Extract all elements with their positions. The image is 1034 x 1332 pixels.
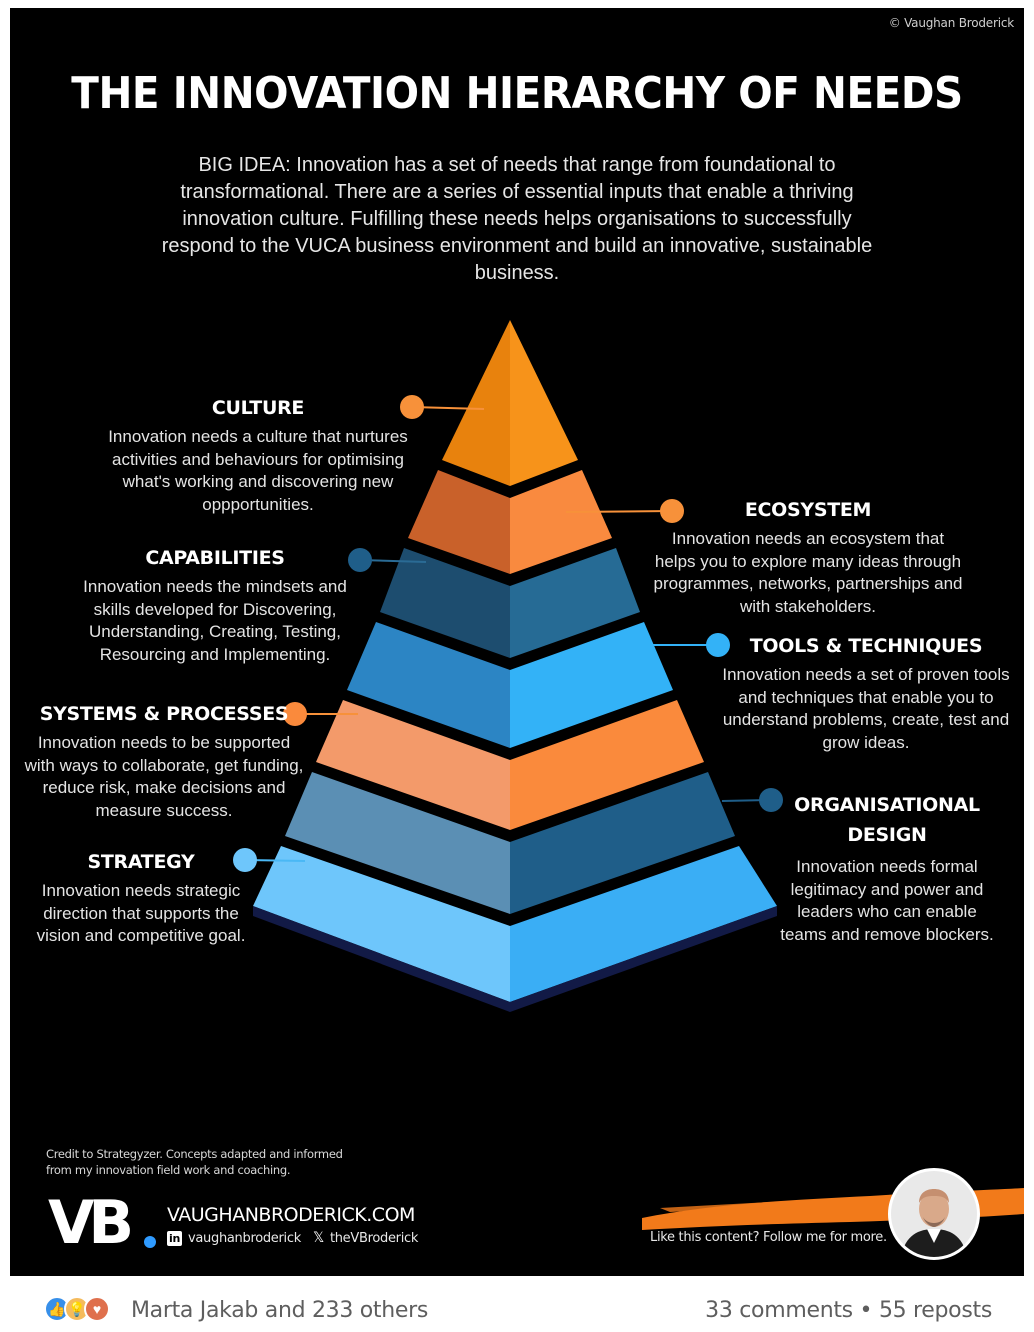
pyramid-layer-orgdesign-right — [510, 772, 735, 914]
need-title: CULTURE — [211, 397, 305, 419]
need-capabilities: CAPABILITIES Innovation needs the mindse… — [65, 546, 365, 666]
copyright-notice: © Vaughan Broderick — [888, 16, 1015, 30]
love-icon: ♥ — [84, 1296, 110, 1322]
need-title: TOOLS & TECHNIQUES — [749, 635, 983, 657]
pyramid-layer-ecosystem-right — [510, 470, 612, 574]
meta-separator: • — [859, 1298, 873, 1323]
author-avatar — [888, 1168, 980, 1260]
pyramid-layer-strategy-right — [510, 846, 777, 1002]
reposts-count[interactable]: 55 reposts — [878, 1298, 992, 1323]
pyramid-layer-capabilities-left — [380, 548, 510, 658]
need-tools-techniques: TOOLS & TECHNIQUES Innovation needs a se… — [718, 634, 1014, 754]
need-text: Innovation needs to be supported with wa… — [24, 733, 304, 820]
post-social-bar: 👍 💡 ♥ Marta Jakab and 233 others 33 comm… — [0, 1290, 1034, 1332]
credit-line: Credit to Strategyzer. Concepts adapted … — [46, 1147, 343, 1161]
need-ecosystem: ECOSYSTEM Innovation needs an ecosystem … — [650, 498, 966, 618]
marker-ecosystem — [660, 499, 684, 523]
need-systems-processes: SYSTEMS & PROCESSES Innovation needs to … — [24, 702, 304, 822]
social-handles: in vaughanbroderick 𝕏 theVBroderick — [167, 1230, 418, 1246]
pyramid-layer-tools-right — [510, 622, 673, 748]
credit-line: from my innovation field work and coachi… — [46, 1163, 291, 1177]
need-organisational-design: ORGANISATIONAL DESIGN Innovation needs fo… — [772, 790, 1002, 946]
follow-prompt: Like this content? Follow me for more. — [650, 1230, 887, 1245]
marker-orgdesign — [759, 788, 783, 812]
need-title: ORGANISATIONAL DESIGN — [772, 790, 1002, 850]
pyramid-layer-tools-left — [347, 622, 510, 748]
credit-note: Credit to Strategyzer. Concepts adapted … — [46, 1146, 343, 1178]
need-text: Innovation needs a set of proven tools a… — [722, 665, 1010, 752]
marker-tools — [706, 633, 730, 657]
marker-systems — [283, 702, 307, 726]
marker-culture — [400, 395, 424, 419]
pyramid-graphic — [233, 320, 1024, 1230]
need-title: STRATEGY — [87, 851, 195, 873]
need-text: Innovation needs an ecosystem that helps… — [653, 529, 963, 616]
linkedin-handle: vaughanbroderick — [188, 1230, 301, 1246]
infographic-subtitle: BIG IDEA: Innovation has a set of needs … — [161, 154, 873, 284]
linkedin-icon: in — [167, 1230, 182, 1246]
pyramid-layer-systems-left — [316, 700, 510, 830]
pyramid-layer-strategy-left — [253, 846, 510, 1002]
logo-dot — [144, 1236, 156, 1248]
need-text: Innovation needs formal legitimacy and p… — [780, 857, 994, 944]
twitter-handle: theVBroderick — [329, 1230, 419, 1246]
need-title: CAPABILITIES — [145, 547, 285, 569]
post-image[interactable]: © Vaughan Broderick THE INNOVATION HIERA… — [10, 8, 1024, 1276]
need-culture: CULTURE Innovation needs a culture that … — [98, 396, 418, 516]
need-title-line1: ORGANISATIONAL — [794, 794, 980, 816]
need-strategy: STRATEGY Innovation needs strategic dire… — [30, 850, 252, 948]
need-text: Innovation needs a culture that nurtures… — [108, 427, 408, 514]
need-title: ECOSYSTEM — [744, 499, 872, 521]
pyramid-layer-systems-right — [510, 700, 704, 830]
need-title-line2: DESIGN — [847, 824, 927, 846]
infographic-title: THE INNOVATION HIERARCHY OF NEEDS — [71, 68, 963, 119]
engagement-meta: 33 comments • 55 reposts — [705, 1298, 992, 1323]
pyramid-layer-orgdesign-left — [285, 772, 510, 914]
reaction-icons[interactable]: 👍 💡 ♥ — [44, 1296, 110, 1322]
pyramid-layer-culture-right — [510, 320, 578, 486]
need-text: Innovation needs the mindsets and skills… — [83, 577, 347, 664]
need-text: Innovation needs strategic direction tha… — [36, 881, 246, 946]
reactions-count[interactable]: Marta Jakab and 233 others — [131, 1298, 429, 1323]
x-twitter-icon: 𝕏 — [312, 1230, 324, 1246]
marker-capabilities — [348, 548, 372, 572]
website-link[interactable]: VAUGHANBRODERICK.COM — [167, 1204, 415, 1226]
comments-count[interactable]: 33 comments — [705, 1298, 853, 1323]
pyramid-layer-culture-left — [442, 320, 510, 486]
pyramid-layer-capabilities-right — [510, 548, 640, 658]
vb-logo: VB — [48, 1188, 134, 1258]
pyramid-layer-ecosystem-left — [408, 470, 510, 574]
need-title: SYSTEMS & PROCESSES — [39, 703, 289, 725]
marker-strategy — [233, 848, 257, 872]
